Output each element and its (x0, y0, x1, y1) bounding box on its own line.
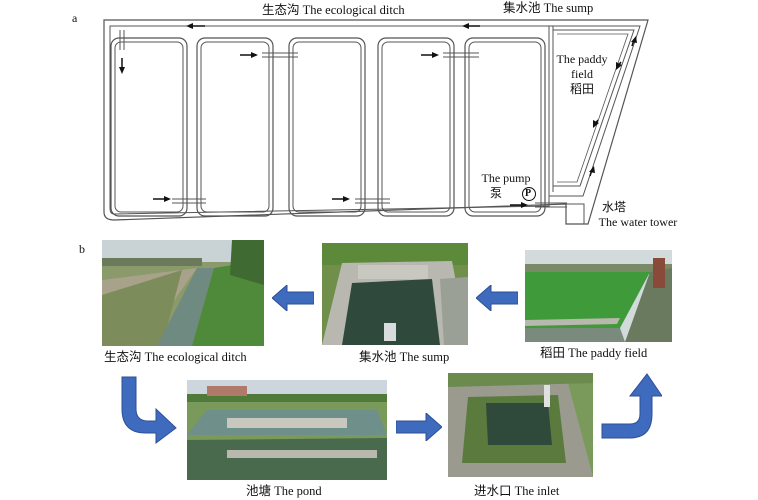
ditch-cells (110, 37, 546, 217)
ditch-cell-5 (464, 37, 546, 217)
ditch-cell-2 (196, 37, 274, 217)
water-tower-label: 水塔 The water tower (588, 200, 688, 230)
flow-arrow-right (396, 413, 442, 441)
pump-symbol (522, 187, 536, 201)
flow-arrow-left-1 (272, 285, 314, 311)
sump-label: 集水池 The sump (503, 1, 594, 15)
paddy-label-line3: 稻田 (569, 82, 594, 96)
ecological-ditch-label: 生态沟 The ecological ditch (262, 3, 405, 17)
panel-letter-b: b (79, 242, 85, 256)
pump-label-line2: 泵 (490, 186, 503, 200)
pump-label-line1: The pump (481, 171, 531, 185)
tower-label-line2: The water tower (598, 215, 678, 229)
paddy-label-line1: The paddy (556, 52, 608, 66)
inlet-photo (448, 373, 593, 477)
ecological-ditch-photo (102, 240, 264, 346)
pump-label: The pump 泵 (476, 171, 536, 201)
flow-arrow-curve-up (601, 373, 662, 439)
ditch-cell-1 (110, 37, 188, 217)
panel-letter-a: a (72, 11, 78, 25)
connecting-pipes (119, 30, 567, 208)
paddy-field-photo (525, 250, 672, 342)
flow-arrow-left-2 (476, 285, 518, 311)
paddy-label-line2: field (571, 67, 593, 81)
sump-photo (322, 243, 468, 345)
inlet-caption: 进水口 The inlet (474, 484, 560, 498)
ditch-cell-3 (288, 37, 366, 217)
paddy-field-border (553, 29, 635, 187)
outer-channel-outer (103, 19, 649, 225)
pump-symbol-letter: P (525, 188, 532, 199)
outer-channel-inner (109, 25, 641, 215)
paddy-field-caption: 稻田 The paddy field (540, 346, 648, 360)
pond-photo (187, 380, 387, 480)
ditch-cell-4 (377, 37, 455, 217)
flow-arrows (119, 23, 637, 208)
paddy-field-label: The paddy field 稻田 (555, 52, 609, 97)
sump-caption: 集水池 The sump (359, 350, 450, 364)
tower-label-line1: 水塔 (602, 200, 627, 214)
pond-caption: 池塘 The pond (246, 484, 322, 498)
water-tower (565, 203, 585, 225)
flow-arrow-curve-down (121, 376, 177, 444)
schematic-diagram (103, 19, 649, 225)
ecological-ditch-caption: 生态沟 The ecological ditch (104, 350, 247, 364)
